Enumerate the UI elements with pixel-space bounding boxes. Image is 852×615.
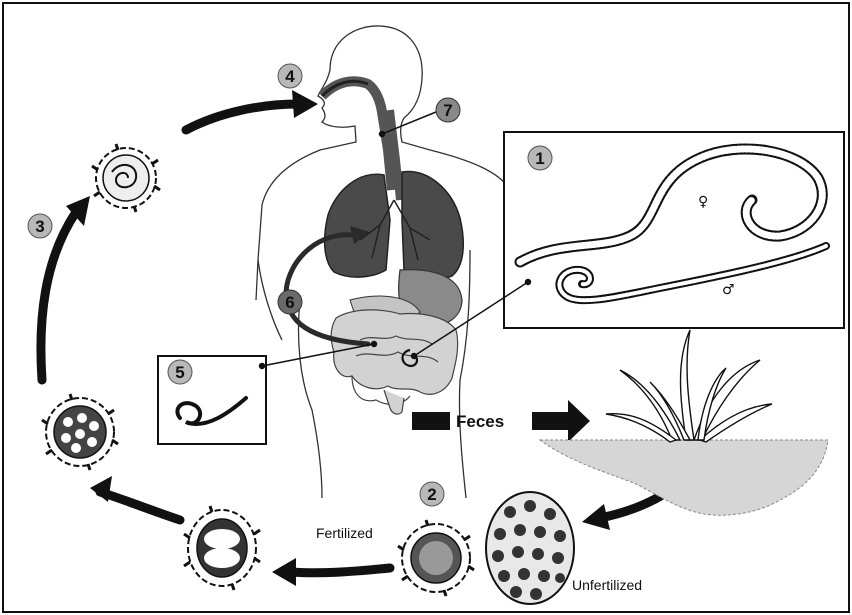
badge-5-label: 5 bbox=[175, 363, 184, 382]
badge-6: 6 bbox=[278, 290, 302, 314]
badge-4: 4 bbox=[278, 64, 302, 88]
badge-1-label: 1 bbox=[535, 149, 544, 168]
fertilized-label: Fertilized bbox=[316, 525, 373, 541]
badge-2-label: 2 bbox=[427, 485, 436, 504]
arrow-fertilized-left bbox=[292, 568, 390, 573]
badge-1: 1 bbox=[528, 146, 552, 170]
female-symbol: ♀ bbox=[698, 194, 708, 210]
badge-7: 7 bbox=[436, 98, 460, 122]
badge-6-label: 6 bbox=[285, 293, 294, 312]
unfertilized-label: Unfertilized bbox=[572, 577, 642, 593]
male-symbol: ♂ bbox=[722, 282, 735, 298]
badge-3-label: 3 bbox=[35, 217, 44, 236]
badge-2: 2 bbox=[420, 482, 444, 506]
badge-3: 3 bbox=[28, 214, 52, 238]
egg-unfertilized bbox=[486, 492, 574, 604]
badge-7-label: 7 bbox=[443, 101, 452, 120]
adult-worms-inset: ♀ ♂ bbox=[504, 132, 844, 328]
feces-label: Feces bbox=[456, 412, 504, 431]
badge-4-label: 4 bbox=[285, 67, 295, 86]
badge-5: 5 bbox=[168, 360, 192, 384]
